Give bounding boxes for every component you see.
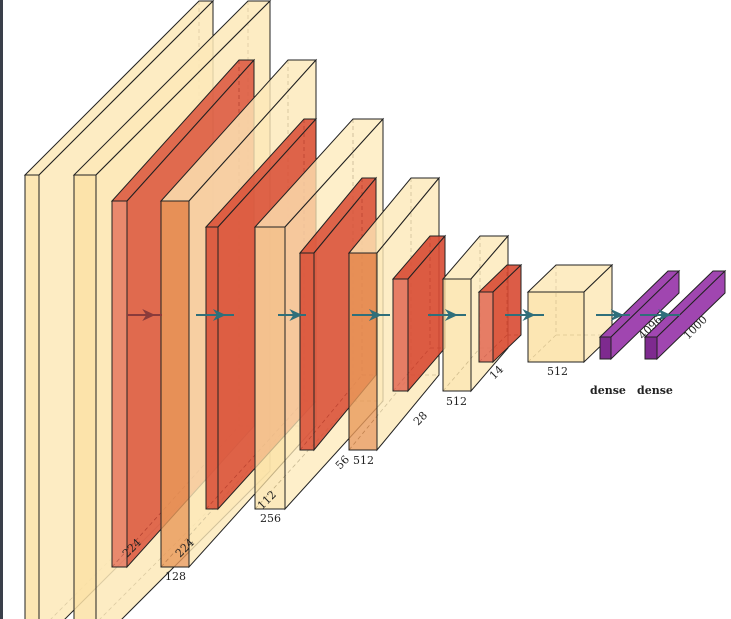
arrow-3-head: [289, 309, 303, 321]
fc1-name-label: dense: [590, 384, 626, 397]
conv2a-front: [160, 200, 190, 568]
arrow-2-head: [212, 309, 226, 321]
arrow-8: [640, 309, 680, 321]
arrow-7-head: [610, 309, 624, 321]
pool5: [477, 263, 523, 364]
conv1b-front: [73, 174, 97, 619]
arrow-5-head: [444, 309, 458, 321]
fc1-front: [599, 336, 612, 360]
pool3-front: [299, 252, 315, 451]
window-edge: [0, 0, 3, 619]
conv5: [526, 263, 614, 364]
block6-channels-label: 512: [547, 365, 568, 378]
layer-stack: [23, 0, 727, 619]
arrow-3: [278, 309, 306, 321]
arrow-8-head: [658, 309, 671, 321]
arrow-1-head: [142, 309, 156, 321]
arrow-5: [428, 309, 466, 321]
conv5-front: [527, 291, 585, 363]
fc1: [598, 269, 681, 361]
block2-channels-label: 256: [260, 512, 281, 525]
fc2-front: [644, 336, 658, 360]
conv3-front: [348, 252, 378, 451]
pool5-front: [478, 291, 494, 363]
conv4-front: [442, 278, 472, 392]
arrow-1: [127, 309, 162, 321]
block3-dim-label: 56: [333, 453, 352, 472]
conv1a-front: [24, 174, 40, 619]
arrow-6: [505, 309, 544, 321]
block4-dim-label: 28: [411, 409, 430, 428]
arrow-4: [352, 309, 390, 321]
arrow-4-head: [368, 309, 382, 321]
arrow-2: [196, 309, 234, 321]
pool4: [391, 234, 447, 393]
block1-channels-label: 128: [165, 570, 186, 583]
conv2b-front: [254, 226, 286, 510]
arrow-6-head: [522, 309, 536, 321]
fc2: [643, 269, 727, 361]
block4-channels-label: 512: [446, 395, 467, 408]
pool4-front: [392, 278, 409, 392]
flow-arrows: [127, 309, 680, 321]
pool1-front: [111, 200, 128, 568]
arrow-7: [596, 309, 630, 321]
pool2-front: [205, 226, 219, 510]
fc2-name-label: dense: [637, 384, 673, 397]
block3-channels-label: 512: [353, 454, 374, 467]
